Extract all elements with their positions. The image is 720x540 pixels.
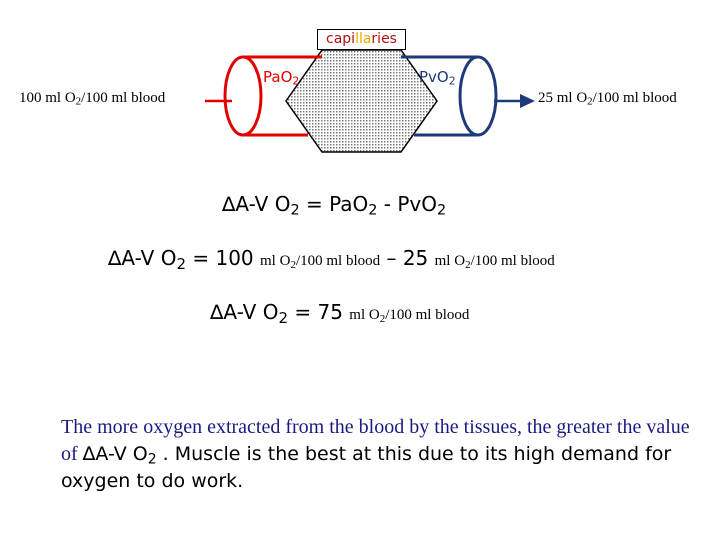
equation-substitution: ∆A-V O2 = 100 ml O2/100 ml blood – 25 ml… [108,246,555,273]
equation-definition: ∆A-V O2 = PaO2 - PvO2 [222,192,447,219]
capillaries-label: capillaries [317,29,406,50]
explanation-text: The more oxygen extracted from the blood… [61,416,690,492]
capillary-bed [285,49,438,153]
venous-outflow-arrowhead [520,94,535,108]
venous-tube [401,55,498,137]
venous-content-label: 25 ml O2/100 ml blood [538,90,677,108]
equation-result: ∆A-V O2 = 75 ml O2/100 ml blood [210,300,470,327]
arterial-tube [223,55,322,137]
arterial-po2-label: PaO2 [263,68,300,88]
arterial-content-label: 100 ml O2/100 ml blood [19,90,166,108]
venous-po2-label: PvO2 [419,68,456,88]
circulation-diagram [205,49,535,153]
